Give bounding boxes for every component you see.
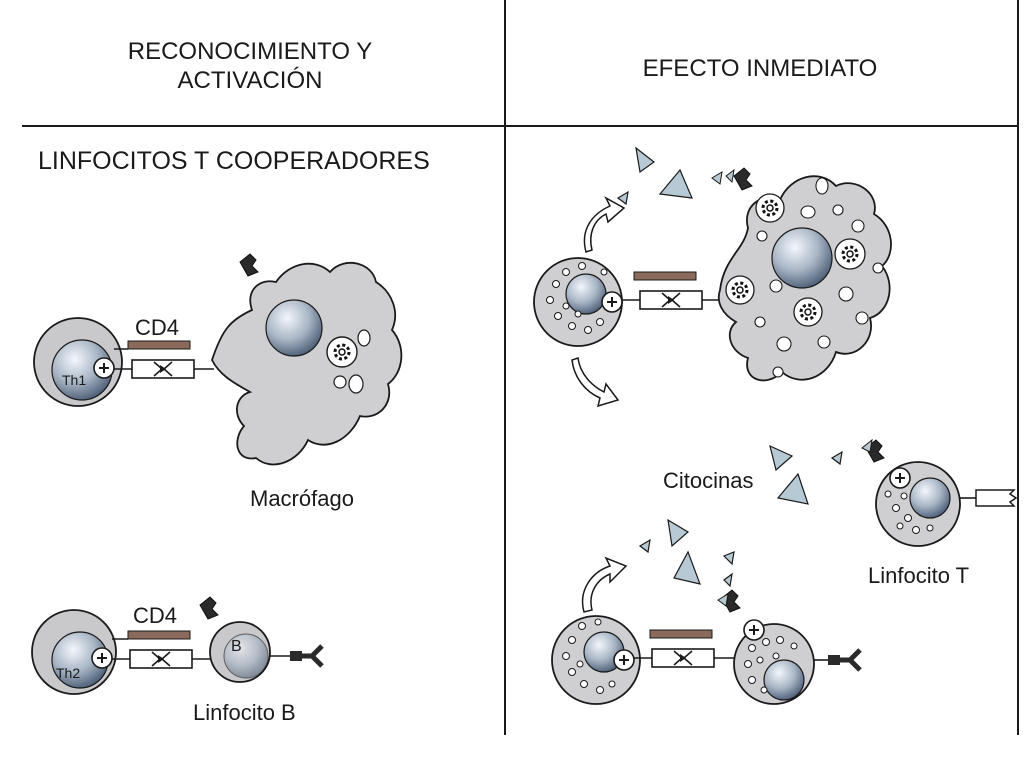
- column-header-immediate-effect: EFECTO INMEDIATO: [642, 55, 878, 82]
- cd4-label-top: CD4: [135, 315, 180, 340]
- tcr-mhc-complex-right-top: [622, 290, 722, 310]
- activated-macrophage-cell: [711, 167, 892, 382]
- cytokines-triangles: [616, 146, 843, 588]
- b-cell-label: Linfocito B: [193, 700, 296, 725]
- tcr-mhc-complex-top: [114, 359, 214, 379]
- th1-cell: [33, 317, 123, 407]
- cd4-bar-top: [114, 340, 191, 350]
- th1-label: Th1: [62, 372, 87, 388]
- cd4-bar-right-bottom: [649, 629, 713, 639]
- cd4-bar-bottom: [112, 630, 191, 640]
- cd4-bar-right-top: [633, 271, 697, 281]
- cytokines-label: Citocinas: [663, 468, 754, 493]
- macrophage-label: Macrófago: [250, 486, 354, 511]
- column-header-recognition: RECONOCIMIENTO Y ACTIVACIÓN: [127, 38, 373, 94]
- section-title: LINFOCITOS T COOPERADORES: [38, 147, 430, 175]
- curved-arrow-down: [571, 356, 620, 408]
- th2-label: Th2: [56, 665, 81, 681]
- activated-th1-cell: [533, 257, 623, 347]
- t-cell-label: Linfocito T: [868, 563, 970, 588]
- t-lymphocyte-cell: [861, 438, 1018, 547]
- macrophage-cell: [211, 253, 403, 466]
- curved-arrow-up-bottom: [581, 556, 628, 613]
- tcr-mhc-complex-right-bottom: [634, 648, 738, 668]
- activated-b-cell: [717, 589, 860, 705]
- b-cell-inner-label: B: [231, 638, 242, 655]
- cd4-label-bottom: CD4: [133, 603, 178, 628]
- tcr-mhc-complex-bottom: [112, 649, 212, 669]
- th2-cell: [31, 609, 117, 695]
- table-grid: [22, 0, 1019, 735]
- activated-th2-cell: [551, 615, 641, 705]
- curved-arrow-up-top: [583, 196, 626, 253]
- b-cell: [199, 596, 322, 683]
